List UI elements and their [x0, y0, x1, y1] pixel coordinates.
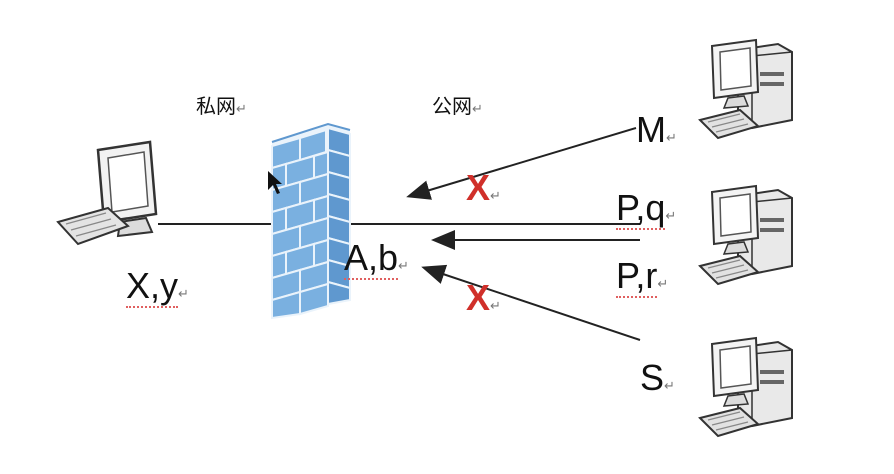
paragraph-mark: ↵	[666, 131, 677, 146]
paragraph-mark: ↵	[398, 259, 409, 274]
paragraph-mark: ↵	[490, 299, 501, 314]
firewall-icon	[271, 122, 351, 320]
computer-icon	[56, 140, 158, 246]
host-pr-text: P,r	[616, 255, 658, 298]
host-s-text: S	[640, 357, 665, 398]
host-m-text: M	[636, 109, 666, 150]
blocked-mark-text: X	[466, 167, 491, 208]
arrow-from-m	[406, 127, 637, 200]
private-zone-text: 私网	[196, 94, 236, 118]
computer-icon	[699, 185, 793, 285]
blocked-mark-s: X↵	[466, 280, 501, 325]
host-pq-text: P,q	[616, 187, 666, 230]
host-pq-label: P,q↵	[616, 187, 677, 235]
local-host-text: X,y	[126, 265, 179, 308]
paragraph-mark: ↵	[490, 189, 501, 204]
host-pr-label: P,r↵	[616, 255, 669, 303]
paragraph-mark: ↵	[665, 209, 677, 224]
paragraph-mark: ↵	[657, 277, 669, 292]
local-host-label: X,y↵	[126, 265, 189, 313]
public-zone-label: 公网↵	[432, 90, 483, 119]
computer-icon	[699, 337, 793, 437]
firewall-address-label: A,b↵	[344, 237, 409, 285]
paragraph-mark: ↵	[472, 102, 483, 117]
blocked-mark-m: X↵	[466, 170, 501, 215]
mouse-cursor-icon	[268, 171, 282, 194]
paragraph-mark: ↵	[664, 379, 675, 394]
firewall-address-text: A,b	[344, 237, 399, 280]
private-zone-label: 私网↵	[196, 90, 247, 119]
computer-icon	[699, 39, 793, 139]
public-zone-text: 公网	[432, 94, 472, 118]
arrow-from-s	[421, 264, 641, 341]
paragraph-mark: ↵	[236, 102, 247, 117]
host-m-label: M↵	[636, 112, 677, 157]
blocked-mark-text: X	[466, 277, 491, 318]
host-s-label: S↵	[640, 360, 675, 405]
paragraph-mark: ↵	[178, 287, 189, 302]
